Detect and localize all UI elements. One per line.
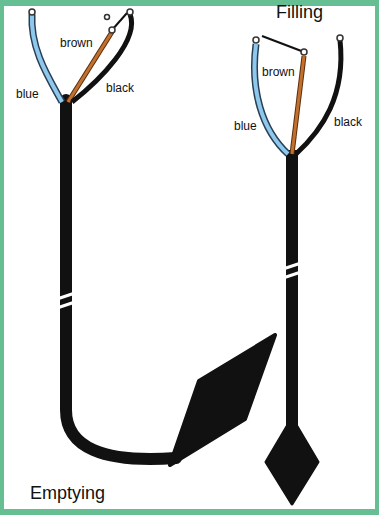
filling-switch	[253, 35, 343, 504]
break-mark	[54, 292, 78, 300]
wire-name: brown	[262, 66, 295, 79]
black-wire	[296, 40, 341, 154]
terminal	[29, 9, 35, 15]
terminal	[105, 15, 110, 20]
wire-name: brown	[60, 37, 93, 50]
switch-arm	[262, 36, 304, 52]
terminal	[301, 49, 307, 55]
float	[266, 418, 318, 504]
terminal	[127, 9, 133, 15]
wire-name: blue	[234, 120, 257, 133]
white-panel	[4, 6, 375, 509]
blue-wire	[254, 44, 288, 154]
float	[170, 335, 275, 465]
break-mark	[280, 262, 304, 270]
blue-wire-outline	[254, 44, 288, 154]
cable	[66, 100, 176, 459]
state-title: Emptying	[30, 484, 105, 504]
state-title: Filling	[276, 3, 323, 23]
terminal	[253, 37, 259, 43]
emptying-switch	[29, 9, 275, 465]
wire-name: blue	[16, 88, 39, 101]
terminal	[109, 27, 115, 33]
terminal	[337, 35, 343, 41]
wire-name: black	[106, 82, 134, 95]
wire-name: black	[334, 116, 362, 129]
break-mark	[54, 301, 78, 309]
break-mark	[280, 271, 304, 279]
cable	[286, 150, 298, 430]
